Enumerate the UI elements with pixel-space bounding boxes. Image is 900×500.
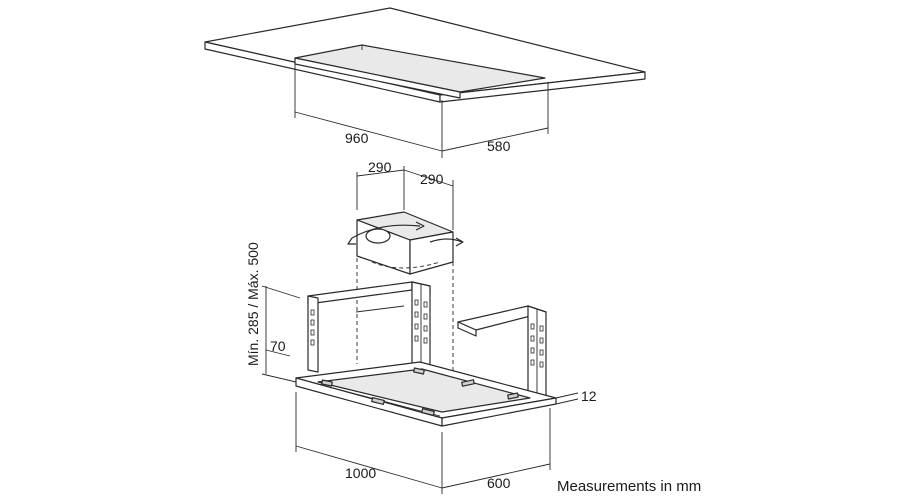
motor-depth-a-label: 290 — [368, 159, 392, 175]
cutout-width-label: 580 — [487, 138, 511, 154]
ceiling-cutout — [294, 44, 546, 99]
cutout-length-label: 960 — [345, 130, 369, 146]
ceiling-panel — [204, 7, 646, 103]
alignment-guides — [356, 258, 454, 372]
hood-width-label: 600 — [487, 475, 511, 491]
height-dimension-lines — [261, 285, 301, 383]
motor-box — [356, 211, 454, 275]
height-range-label: Mín. 285 / Máx. 500 — [245, 242, 261, 366]
hood-panel — [295, 361, 557, 427]
thickness-dimension-lines — [555, 392, 579, 405]
cutout-dimension-lines — [294, 64, 549, 158]
panel-thickness-label: 12 — [581, 388, 597, 404]
motor-dimension-lines — [356, 166, 454, 230]
rotation-arrows-icon — [347, 221, 464, 269]
filter-clips — [321, 367, 519, 416]
units-note: Measurements in mm — [557, 478, 701, 495]
frame-height-label: 70 — [270, 338, 286, 354]
frame-slots — [310, 299, 544, 368]
motor-depth-b-label: 290 — [420, 171, 444, 187]
hood-dimension-lines — [295, 392, 551, 494]
hood-length-label: 1000 — [345, 465, 376, 481]
